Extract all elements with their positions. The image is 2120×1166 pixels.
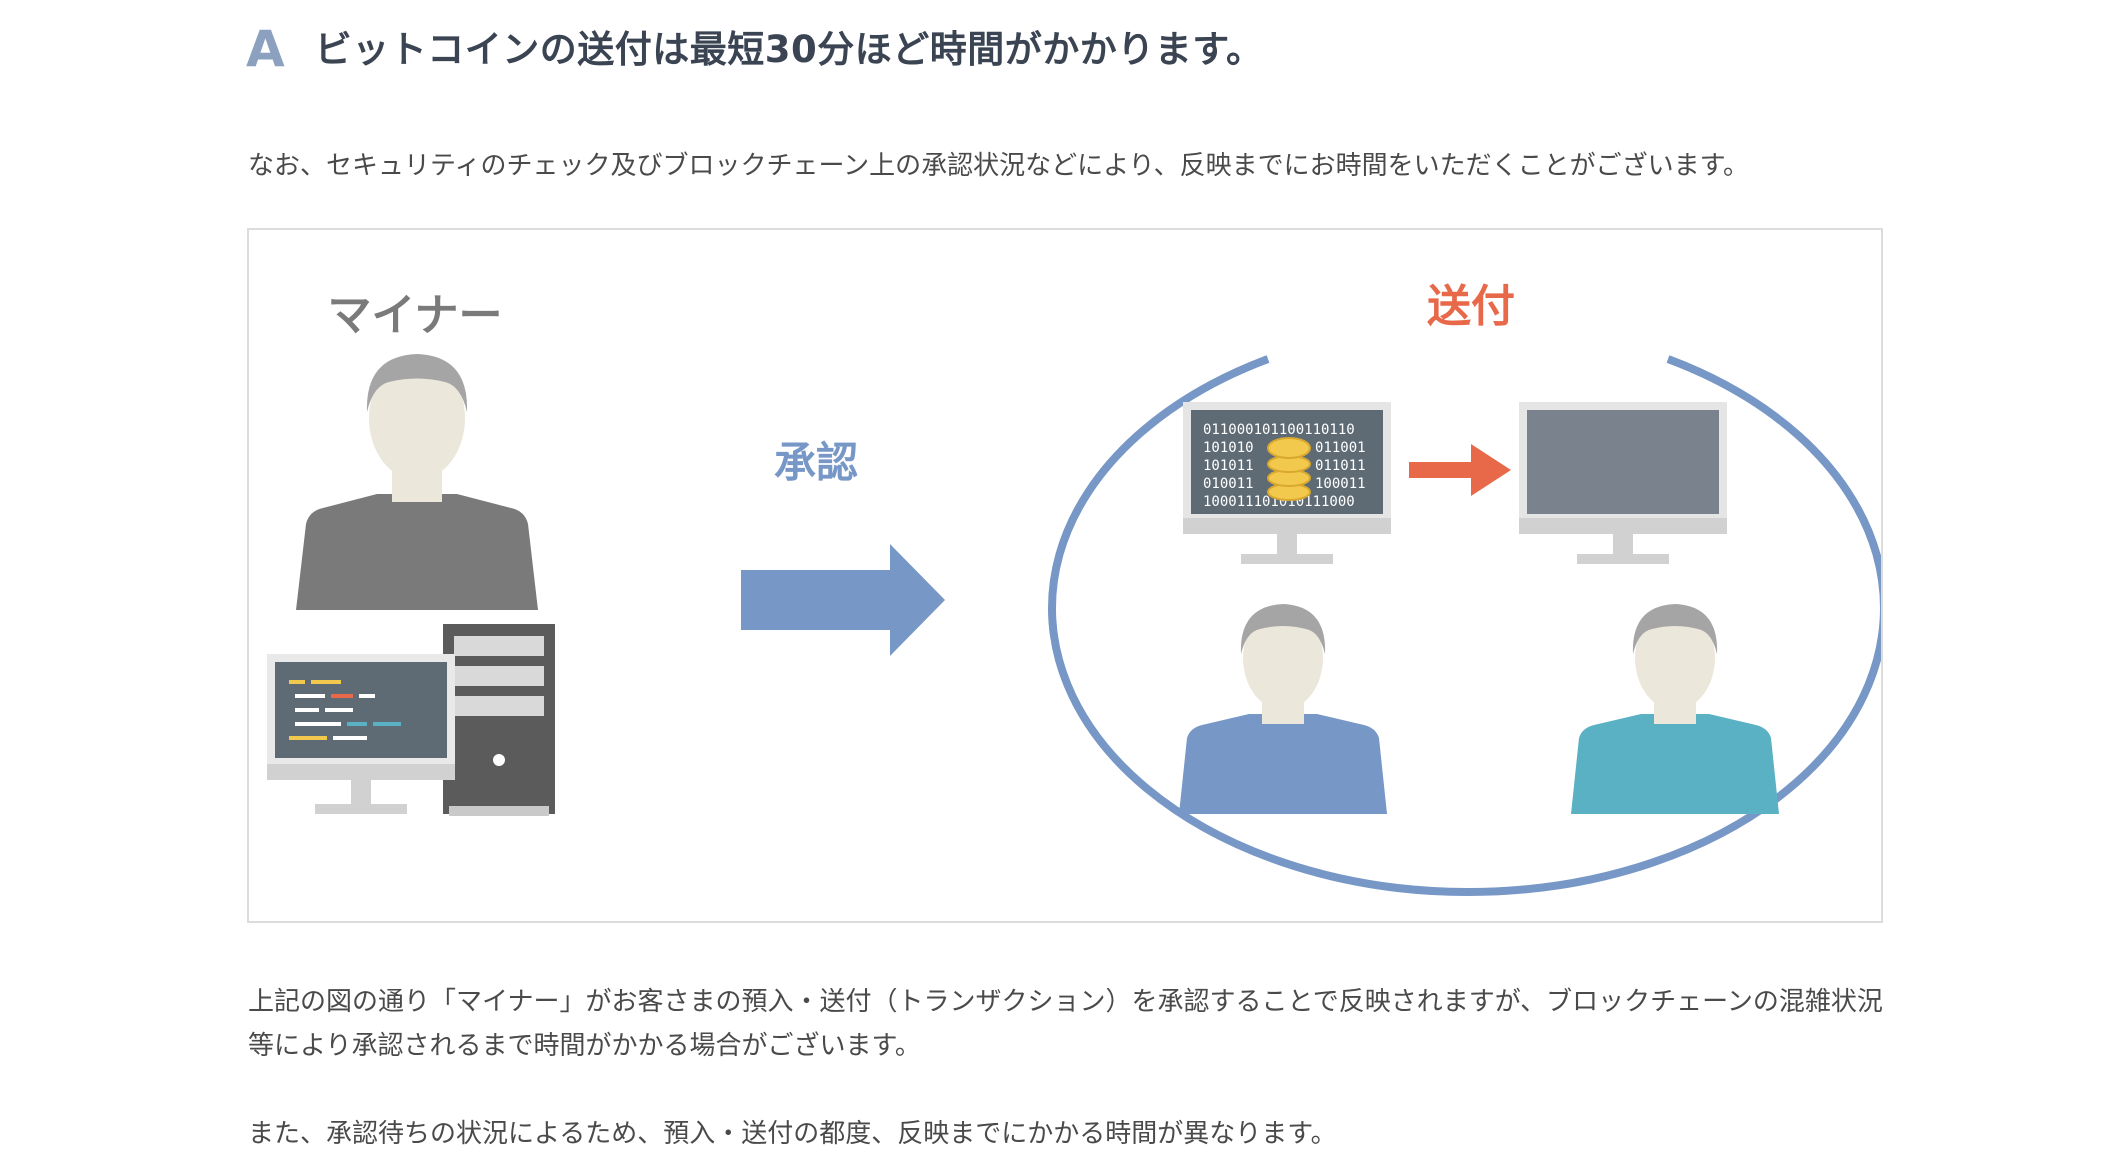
send-arrow-icon (1409, 444, 1511, 496)
answer-marker: A (246, 20, 285, 78)
server-tower-icon (443, 624, 555, 816)
closing-paragraph: また、承認待ちの状況によるため、預入・送付の都度、反映までにかかる時間が異なりま… (248, 1119, 1337, 1149)
transaction-figure: マイナー (247, 228, 1883, 923)
explanation-paragraph: 上記の図の通り「マイナー」がお客さまの預入・送付（トランザクション）を承認するこ… (248, 987, 1883, 1061)
binary-line-5: 011011 (1315, 458, 1366, 474)
coin-stack-icon (1267, 437, 1311, 501)
sender-person-icon (1179, 604, 1387, 814)
transaction-diagram: マイナー (267, 281, 1881, 897)
send-label: 送付 (1427, 281, 1515, 332)
binary-line-2: 101010 (1203, 440, 1254, 456)
binary-line-6: 010011 (1203, 476, 1254, 492)
miner-person-icon (296, 354, 538, 610)
monitor-icon (1519, 402, 1727, 564)
binary-line-4: 101011 (1203, 458, 1254, 474)
binary-line-1: 0110001011001101​10 (1203, 422, 1355, 438)
binary-line-8: 10001110101011​1000 (1203, 494, 1355, 510)
binary-line-7: 100011 (1315, 476, 1366, 492)
answer-title: ビットコインの送付は最短30分ほど時間がかかります。 (314, 27, 1264, 71)
monitor-with-coins-icon: 0110001011001101​10 101010 011001 101011… (1183, 402, 1391, 564)
intro-paragraph: なお、セキュリティのチェック及びブロックチェーン上の承認状況などにより、反映まで… (248, 151, 1749, 181)
network-circle (1048, 355, 1881, 897)
miner-label: マイナー (327, 290, 502, 341)
desktop-computer-icon (267, 654, 455, 814)
binary-line-3: 011001 (1315, 440, 1366, 456)
answer-heading: A ビットコインの送付は最短30分ほど時間がかかります。 (246, 14, 1264, 84)
receiver-person-icon (1571, 604, 1779, 814)
right-arrow-icon (741, 544, 945, 656)
approve-label: 承認 (774, 438, 858, 487)
